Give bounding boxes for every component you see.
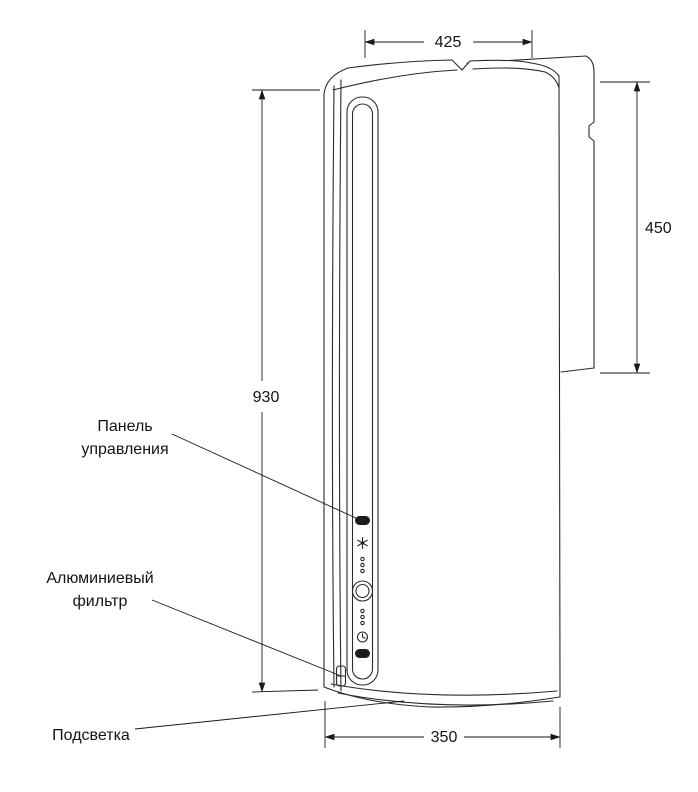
bottom-rim-inner xyxy=(330,683,558,696)
dimension-top-width: 425 xyxy=(364,30,533,58)
dimension-right-height-value: 450 xyxy=(645,220,672,237)
strip-outer xyxy=(346,96,379,686)
body-edge-line-2 xyxy=(338,79,342,692)
leader-line-backlight xyxy=(134,700,405,730)
hood-body xyxy=(323,59,561,708)
dimension-left-height: 930 xyxy=(251,89,320,693)
indicator-marks-bottom xyxy=(360,608,365,626)
label-control-panel-line2: управления xyxy=(81,441,168,458)
dimension-top-width-value: 425 xyxy=(435,34,462,51)
dimension-bottom-width-value: 350 xyxy=(431,729,458,746)
top-rim-left xyxy=(332,69,458,91)
label-aluminum-filter: Алюминиевый фильтр xyxy=(46,570,342,677)
body-edge-line-1 xyxy=(331,85,335,688)
dimension-bottom-width: 350 xyxy=(324,701,561,748)
hood-drawing xyxy=(323,55,595,708)
leader-line-aluminum-filter xyxy=(151,599,342,677)
timer-clock-icon xyxy=(356,631,369,643)
strip-inner xyxy=(351,103,374,680)
light-indicator-top xyxy=(355,516,370,525)
top-rim-right xyxy=(472,67,560,89)
label-aluminum-filter-line1: Алюминиевый xyxy=(46,570,153,587)
leader-line-control-panel xyxy=(171,433,359,520)
label-control-panel-line1: Панель xyxy=(97,418,152,435)
label-backlight: Подсветка xyxy=(52,700,405,744)
chimney-right-edge xyxy=(560,55,595,373)
indicator-marks-top xyxy=(360,556,365,574)
label-aluminum-filter-line2: фильтр xyxy=(73,593,128,610)
light-indicator-bottom xyxy=(355,649,370,658)
control-knob xyxy=(351,580,374,602)
label-control-panel: Панель управления xyxy=(81,418,359,520)
fan-icon xyxy=(357,536,368,550)
control-panel-controls xyxy=(351,516,374,658)
bottom-rim-outer xyxy=(337,692,554,706)
callouts: Панель управления Алюминиевый фильтр Под… xyxy=(46,418,405,744)
label-backlight-text: Подсветка xyxy=(52,727,130,744)
dimension-right-height: 450 xyxy=(600,81,672,374)
control-panel-strip xyxy=(346,96,379,686)
dimension-left-height-value: 930 xyxy=(253,389,280,406)
